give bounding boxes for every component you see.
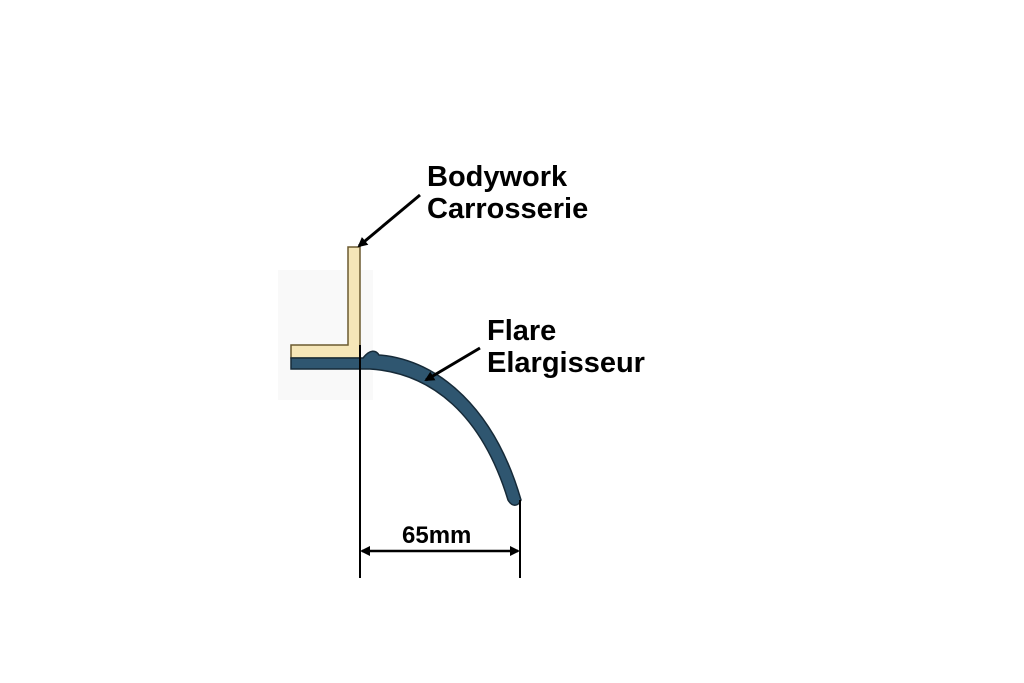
dimension-label: 65mm bbox=[402, 522, 472, 549]
flare-pointer-arrow bbox=[424, 346, 481, 382]
bodywork-label: Bodywork Carrosserie bbox=[427, 161, 588, 225]
flare-label-fr: Elargisseur bbox=[487, 347, 645, 379]
bodywork-pointer-arrow bbox=[357, 193, 421, 248]
bodywork-label-en: Bodywork bbox=[427, 161, 568, 193]
bodywork-label-fr: Carrosserie bbox=[427, 193, 589, 225]
flare-label: Flare Elargisseur bbox=[487, 315, 645, 379]
flare-label-en: Flare bbox=[487, 315, 557, 347]
